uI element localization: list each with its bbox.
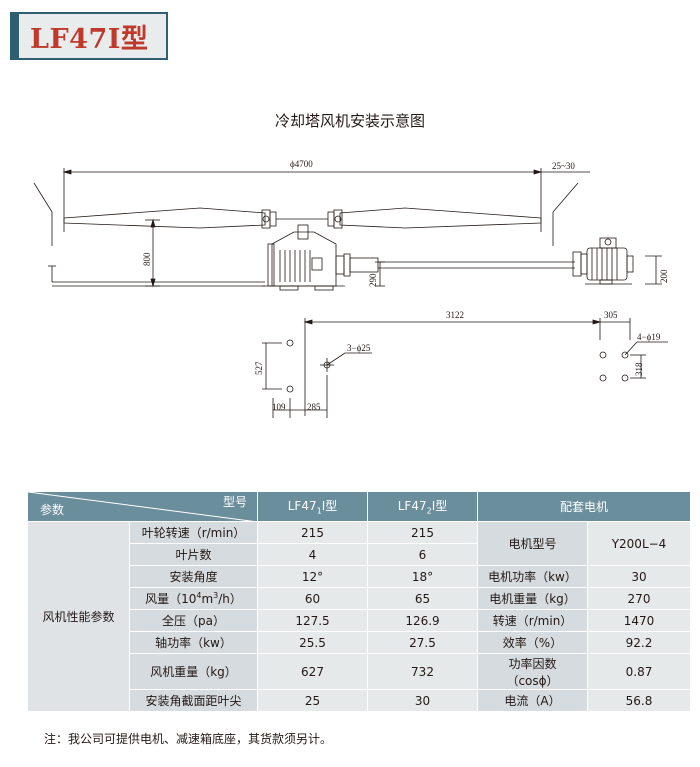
left-blade — [63, 207, 266, 229]
value-cell: 6 — [367, 543, 478, 566]
value-cell: 126.9 — [367, 609, 478, 632]
motor-label-cell: 电流（A） — [477, 689, 588, 712]
corner-diagonal — [28, 492, 258, 522]
param-cell: 轴功率（kw） — [129, 631, 258, 654]
label-holes-b: 4−ϕ19 — [637, 332, 661, 342]
dim-span: ϕ4700 — [290, 159, 313, 169]
table-row: 风量（104m3/h） 60 65 电机重量（kg） 270 — [28, 587, 692, 610]
installation-drawing: ϕ4700 25~30 800 290 200 3122 305 527 109… — [33, 159, 669, 418]
table-header-row: 型号 参数 LF471Ⅰ型 LF472Ⅰ型 配套电机 — [27, 491, 692, 522]
col-motor: 配套电机 — [476, 491, 692, 522]
value-cell: 60 — [257, 587, 368, 610]
motor-value-cell: 30 — [586, 565, 692, 588]
dim-x2: 285 — [307, 402, 321, 412]
group-label: 风机性能参数 — [27, 521, 130, 712]
page-title: LF47Ⅰ型 — [30, 24, 149, 55]
param-cell: 叶轮转速（r/min） — [129, 521, 258, 544]
spec-table: 型号 参数 LF471Ⅰ型 LF472Ⅰ型 配套电机 风机性能参数 叶轮转速（r… — [27, 491, 692, 712]
param-cell: 安装角截面距叶尖 — [129, 689, 258, 712]
motor-value-cell: 270 — [586, 587, 692, 610]
value-cell: 127.5 — [257, 609, 368, 632]
col-model-2: LF472Ⅰ型 — [367, 491, 478, 522]
dim-height: 800 — [142, 252, 152, 266]
dim-length: 3122 — [446, 310, 464, 320]
table-row: 叶片数 4 6 — [28, 543, 691, 566]
motor-value-cell: 0.87 — [586, 653, 692, 690]
corner-param-label: 参数 — [40, 503, 65, 517]
corner-model-label: 型号 — [222, 495, 247, 509]
table-row: 风机性能参数 叶轮转速（r/min） 215 215 电机型号 Y200L−4 — [27, 521, 692, 712]
value-cell: 215 — [367, 521, 478, 544]
motor-label-cell: 功率因数（cosϕ） — [477, 653, 588, 690]
value-cell: 27.5 — [367, 631, 478, 654]
table-row: 安装角截面距叶尖 25 30 电流（A） 56.8 — [28, 689, 692, 712]
dim-x1: 109 — [272, 402, 286, 412]
value-cell: 25 — [257, 689, 368, 712]
dim-base-h: 527 — [254, 361, 264, 375]
dim-clearance: 25~30 — [552, 161, 575, 171]
motor-label-cell: 转速（r/min） — [477, 609, 588, 632]
motor-label-cell: 电机重量（kg） — [477, 587, 588, 610]
corner-header: 型号 参数 — [27, 491, 258, 522]
value-cell: 30 — [367, 689, 478, 712]
motor-label-cell: 电机功率（kw） — [477, 565, 588, 588]
value-cell: 215 — [257, 521, 368, 544]
right-blade — [339, 207, 542, 229]
dim-motor-h: 200 — [659, 269, 669, 283]
value-cell: 25.5 — [257, 631, 368, 654]
motor-value-cell: 92.2 — [586, 631, 692, 654]
motor-label-cell: 效率（%） — [477, 631, 588, 654]
param-cell: 风机重量（kg） — [129, 653, 258, 690]
dim-motor-w: 305 — [604, 310, 618, 320]
param-cell: 叶片数 — [129, 543, 258, 566]
title-badge: LF47Ⅰ型 — [10, 12, 168, 60]
motor-value-cell: 56.8 — [586, 689, 692, 712]
value-cell: 732 — [367, 653, 478, 690]
footnote: 注：我公司可提供电机、减速箱底座，其货款须另计。 — [44, 732, 333, 746]
dim-motor-d: 318 — [634, 362, 644, 376]
dim-shaft-h: 290 — [368, 273, 378, 287]
param-cell: 全压（pa） — [129, 609, 258, 632]
value-cell: 12° — [257, 565, 368, 588]
value-cell: 18° — [367, 565, 478, 588]
label-holes-a: 3−ϕ25 — [347, 343, 371, 353]
motor-label-cell: 电机型号 — [477, 521, 588, 566]
badge-accent-bar — [12, 14, 19, 58]
diagram-title: 冷却塔风机安装示意图 — [274, 112, 425, 130]
col-model-1: LF471Ⅰ型 — [257, 491, 368, 522]
value-cell: 4 — [257, 543, 368, 566]
motor-value-cell: Y200L−4 — [586, 521, 692, 566]
motor-value-cell: 1470 — [586, 609, 692, 632]
param-cell: 风量（104m3/h） — [129, 587, 258, 610]
value-cell: 65 — [367, 587, 478, 610]
gearbox — [271, 231, 337, 287]
table-row: 风机重量（kg） 627 732 功率因数（cosϕ） 0.87 — [28, 653, 692, 690]
table-row: 安装角度 12° 18° 电机功率（kw） 30 — [28, 565, 692, 588]
value-cell: 627 — [257, 653, 368, 690]
param-cell: 安装角度 — [129, 565, 258, 588]
table-row: 全压（pa） 127.5 126.9 转速（r/min） 1470 — [28, 609, 692, 632]
